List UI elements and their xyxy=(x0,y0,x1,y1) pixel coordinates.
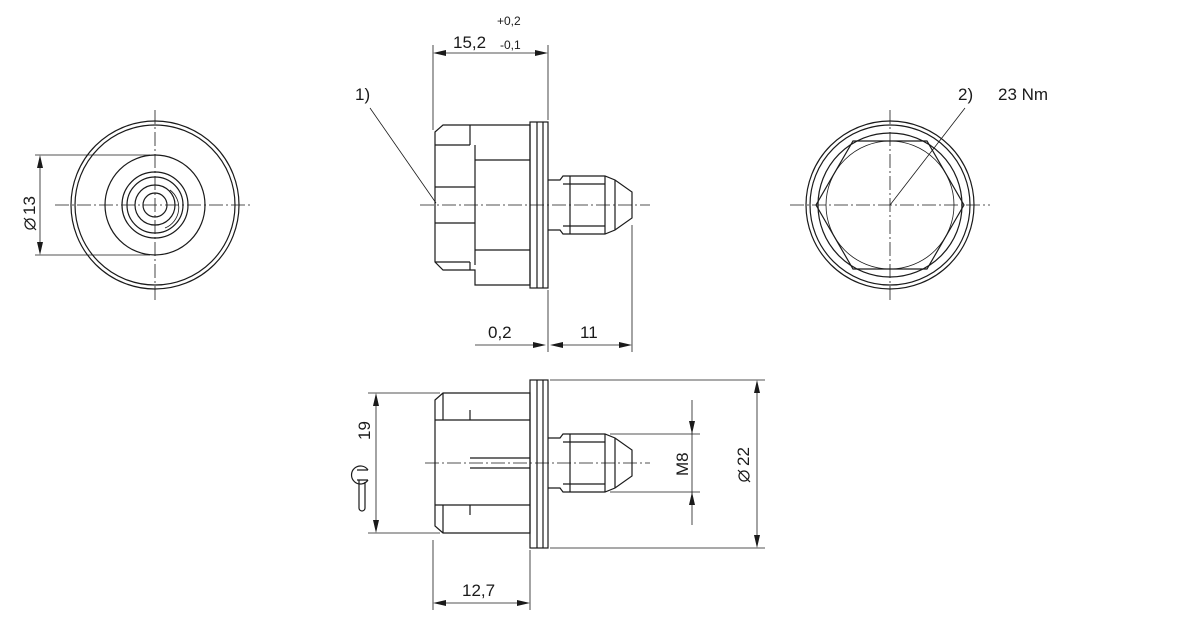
note-1: 1) xyxy=(355,85,437,204)
dia-13-value: 13 xyxy=(20,196,39,215)
dim-12-7-value: 12,7 xyxy=(462,581,495,600)
thread-value: M8 xyxy=(673,452,692,476)
diameter-symbol-icon xyxy=(737,469,751,483)
tolerance-plus: +0,2 xyxy=(497,14,521,28)
side-view-top xyxy=(420,121,650,289)
tolerance-minus: -0,1 xyxy=(500,38,521,52)
right-end-view: 2) 23 Nm xyxy=(790,85,1048,300)
note-1-label: 1) xyxy=(355,85,370,104)
dim-15-2-value: 15,2 xyxy=(453,33,486,52)
side-view-bottom xyxy=(425,379,650,549)
wrench-size-value: 19 xyxy=(355,421,374,440)
dim-12-7: 12,7 xyxy=(432,540,531,610)
diameter-symbol-icon xyxy=(23,217,37,231)
dim-15-2: 15,2 +0,2 -0,1 xyxy=(432,14,549,130)
dim-19: 19 xyxy=(350,392,440,534)
dim-11-value: 11 xyxy=(580,323,598,342)
dia-13-label: 13 xyxy=(20,196,39,231)
dim-m8: M8 xyxy=(610,400,700,525)
wrench-icon xyxy=(350,465,369,512)
left-end-view: 13 xyxy=(20,110,250,300)
dim-0-2-value: 0,2 xyxy=(488,323,512,342)
torque-value: 23 Nm xyxy=(998,85,1048,104)
dim-0-2-and-11: 0,2 11 xyxy=(475,225,633,352)
note-2-label: 2) xyxy=(958,85,973,104)
dia-22-label: 22 xyxy=(734,447,753,483)
dia-22-value: 22 xyxy=(734,447,753,466)
dim-dia-22: 22 xyxy=(550,379,765,549)
